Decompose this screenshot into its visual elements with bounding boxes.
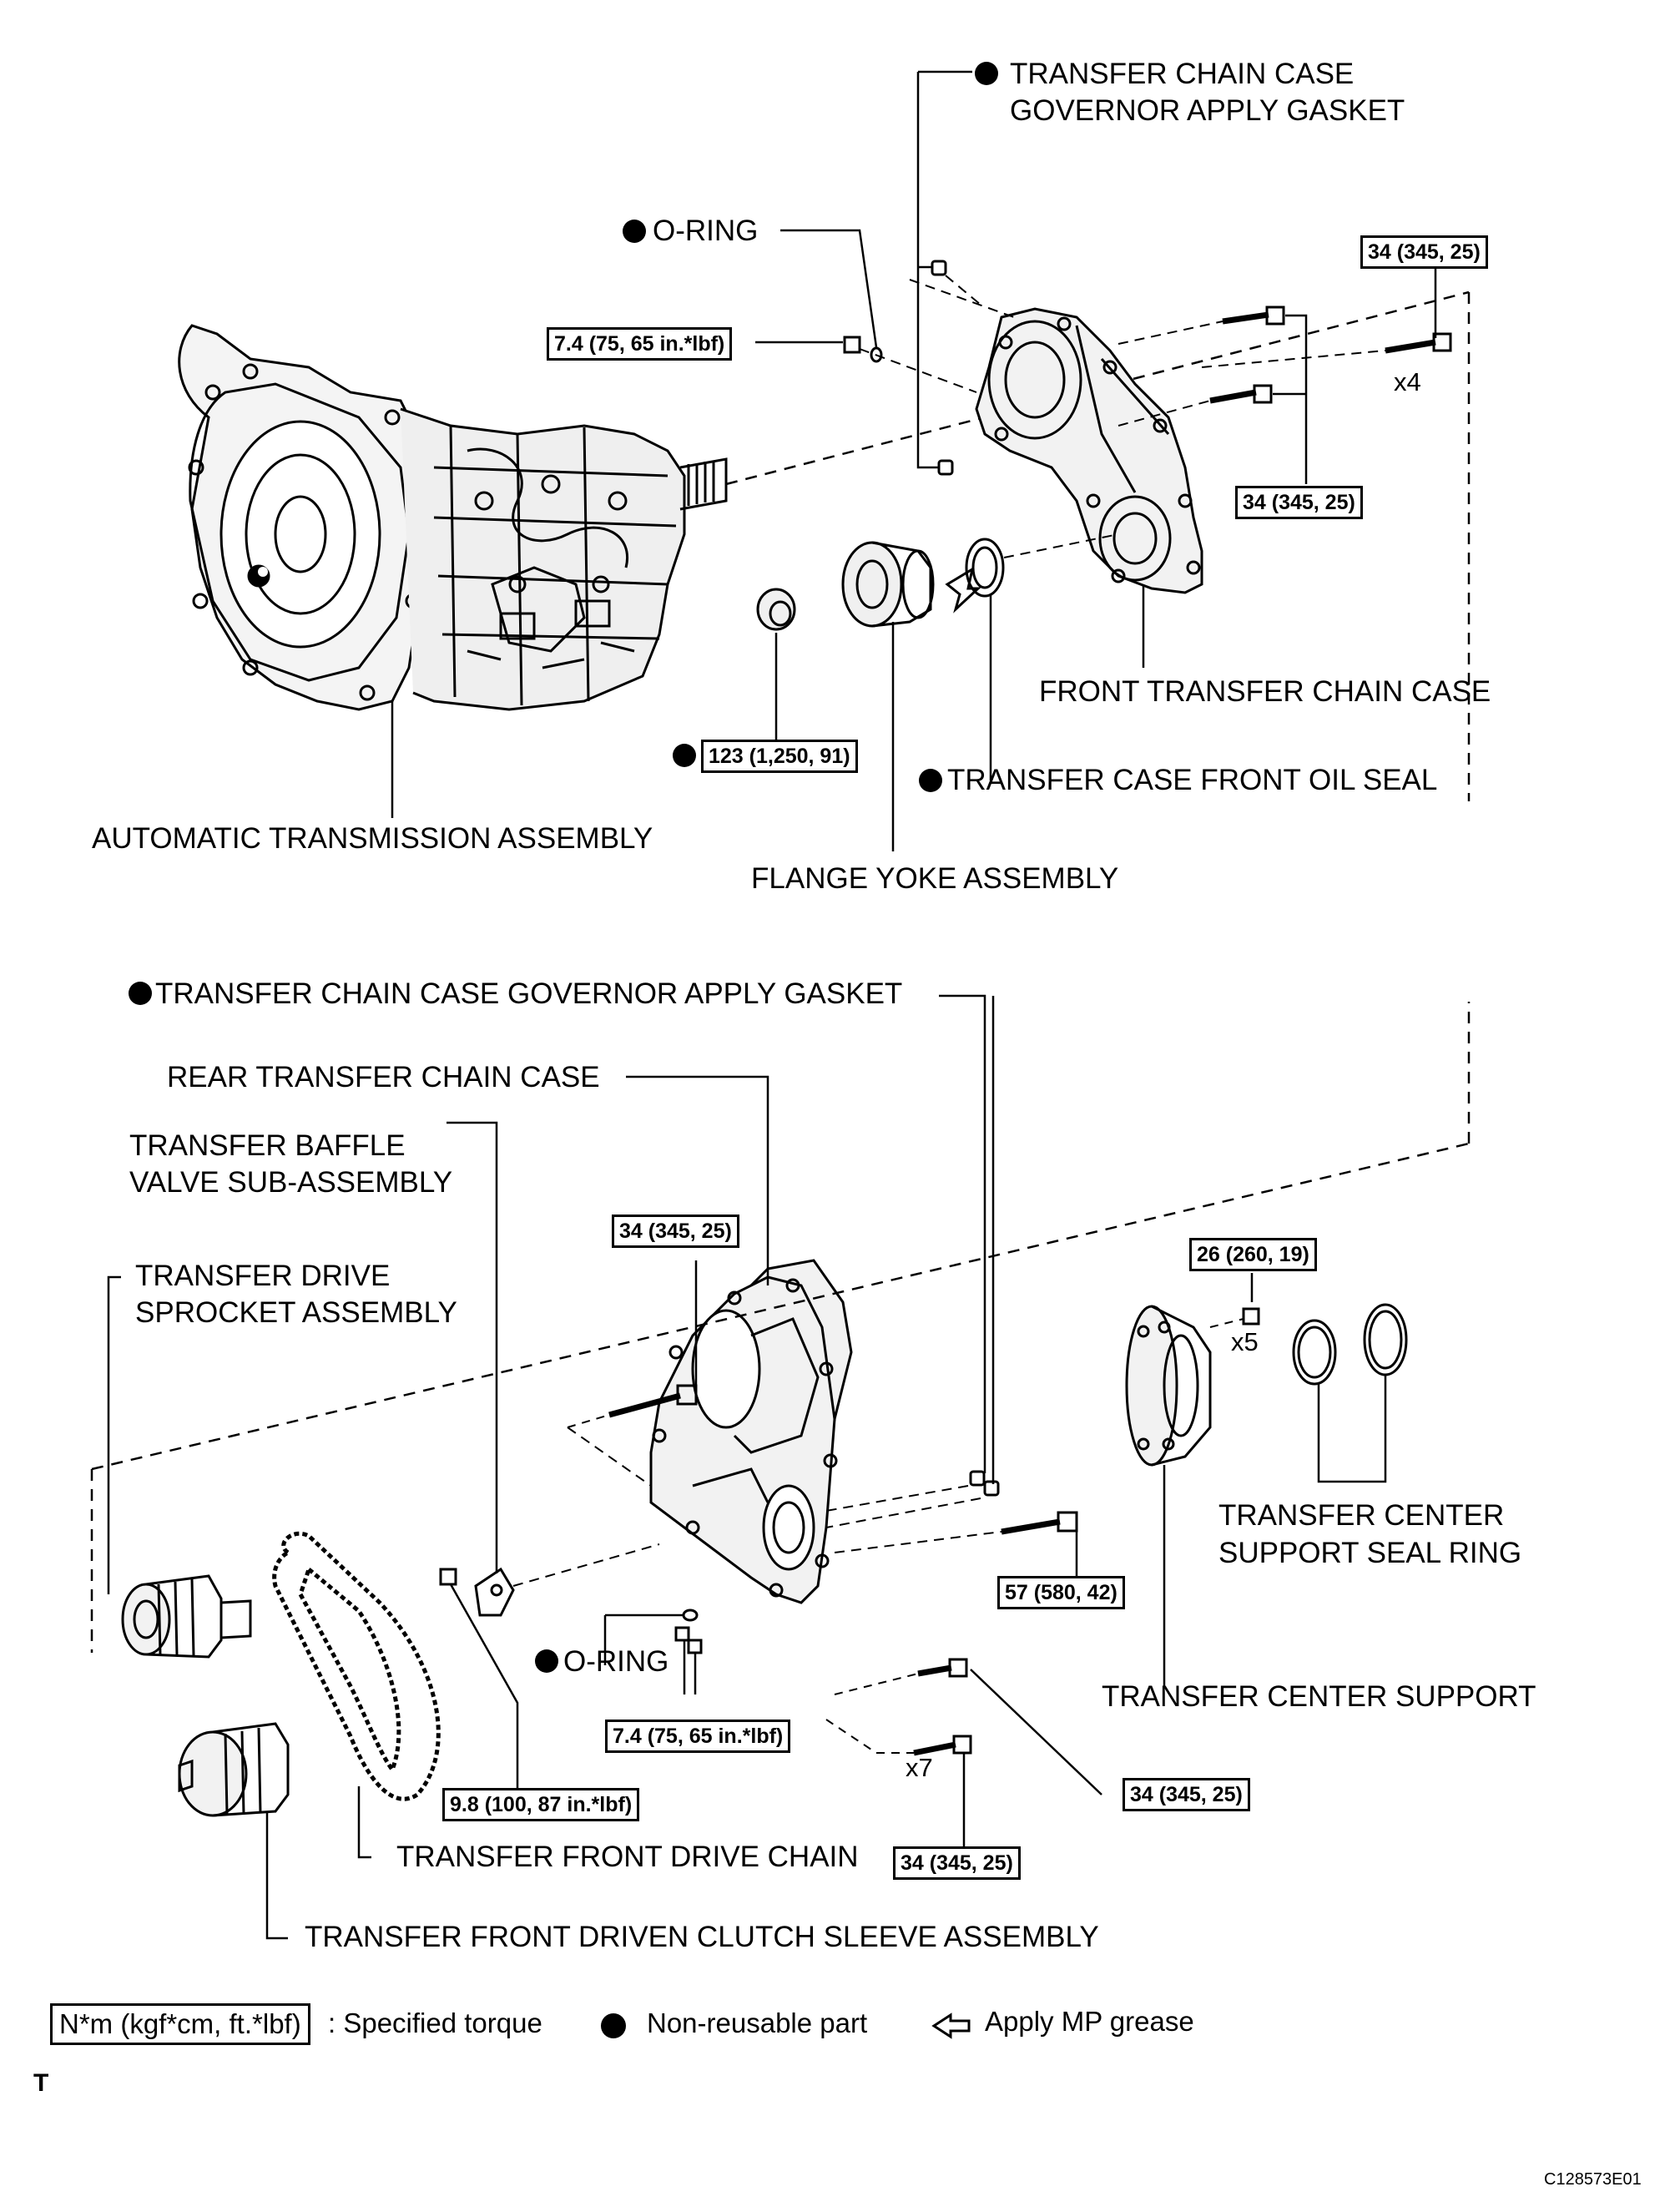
legend-unit-text: : Specified torque <box>328 2007 542 2038</box>
torque-t11: 34 (345, 25) <box>893 1846 1021 1880</box>
label-chain-case-gasket-top-line2: GOVERNOR APPLY GASKET <box>1010 94 1405 127</box>
driven-clutch-sleeve-drawing <box>178 1722 290 1817</box>
transfer-front-drive-chain-drawing <box>272 1531 441 1801</box>
flange-yoke-drawing <box>841 541 935 628</box>
label-rear-chain-case: REAR TRANSFER CHAIN CASE <box>167 1061 600 1093</box>
transfer-center-support-drawing <box>1125 1305 1212 1467</box>
torque-t1: 34 (345, 25) <box>1360 235 1488 269</box>
label-center-seal-ring-line1: TRANSFER CENTER <box>1218 1499 1505 1532</box>
label-baffle-valve-line1: TRANSFER BAFFLE <box>129 1129 406 1162</box>
baffle-valve-drawing <box>474 1567 515 1617</box>
qty-x7: x7 <box>906 1753 933 1782</box>
label-center-support: TRANSFER CENTER SUPPORT <box>1102 1680 1536 1713</box>
front-case-bolts <box>1209 306 1452 404</box>
rear-transfer-chain-case-drawing <box>649 1259 853 1604</box>
torque-t4: 123 (1,250, 91) <box>701 740 858 773</box>
label-auto-trans: AUTOMATIC TRANSMISSION ASSEMBLY <box>92 822 653 855</box>
label-chain-case-gasket-top-line1: TRANSFER CHAIN CASE <box>1010 58 1355 90</box>
label-center-seal-ring-line2: SUPPORT SEAL RING <box>1218 1537 1522 1569</box>
flange-yoke-nut-drawing <box>756 588 796 631</box>
label-driven-clutch-sleeve: TRANSFER FRONT DRIVEN CLUTCH SLEEVE ASSE… <box>305 1921 1099 1953</box>
torque-t10: 9.8 (100, 87 in.*lbf) <box>442 1788 640 1821</box>
legend-unit-box: N*m (kgf*cm, ft.*lbf) <box>50 2003 310 2045</box>
torque-t2: 7.4 (75, 65 in.*lbf) <box>547 327 733 361</box>
label-front-chain-case: FRONT TRANSFER CHAIN CASE <box>1039 675 1491 708</box>
torque-t6: 26 (260, 19) <box>1189 1238 1317 1271</box>
label-front-drive-chain: TRANSFER FRONT DRIVE CHAIN <box>396 1841 859 1873</box>
label-drive-sprocket-line2: SPROCKET ASSEMBLY <box>135 1296 457 1329</box>
torque-t7: 57 (580, 42) <box>997 1576 1125 1609</box>
torque-t3: 34 (345, 25) <box>1235 486 1363 519</box>
label-front-oil-seal: TRANSFER CASE FRONT OIL SEAL <box>947 764 1438 796</box>
automatic-transmission-drawing <box>178 324 728 711</box>
nonreusable-dot-icon <box>601 2013 626 2038</box>
label-chain-case-gasket-mid: TRANSFER CHAIN CASE GOVERNOR APPLY GASKE… <box>155 977 903 1010</box>
label-oring-bottom: O-RING <box>563 1645 669 1678</box>
transfer-drive-sprocket-drawing <box>121 1574 252 1659</box>
qty-x5: x5 <box>1231 1327 1259 1356</box>
corner-letter: T <box>33 2069 49 2097</box>
legend-grease-text: Apply MP grease <box>985 2006 1194 2037</box>
torque-t9: 34 (345, 25) <box>1123 1778 1250 1811</box>
legend-nonreusable-text: Non-reusable part <box>647 2007 868 2038</box>
grease-arrow-icon <box>931 2013 971 2039</box>
label-baffle-valve-line2: VALVE SUB-ASSEMBLY <box>129 1166 453 1199</box>
front-transfer-chain-case-drawing <box>975 307 1203 594</box>
label-drive-sprocket-line1: TRANSFER DRIVE <box>135 1260 391 1292</box>
label-oring-top: O-RING <box>653 215 759 247</box>
torque-t8: 7.4 (75, 65 in.*lbf) <box>605 1720 791 1753</box>
label-flange-yoke: FLANGE YOKE ASSEMBLY <box>751 862 1119 895</box>
qty-x4: x4 <box>1394 367 1421 396</box>
torque-t5: 34 (345, 25) <box>612 1215 739 1248</box>
figure-code: C128573E01 <box>1544 2170 1642 2189</box>
